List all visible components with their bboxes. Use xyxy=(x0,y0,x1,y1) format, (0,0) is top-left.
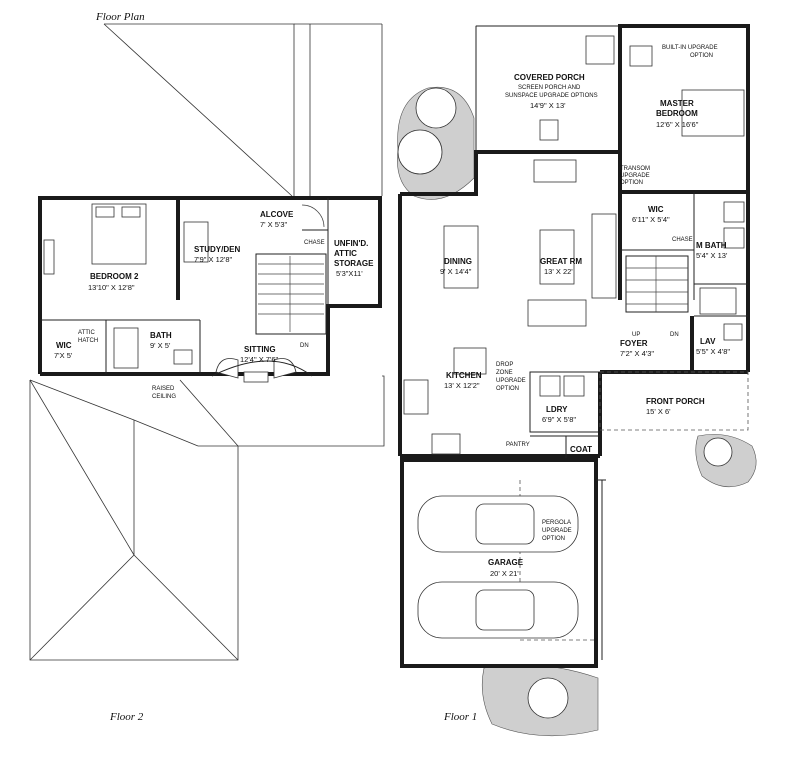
dining-name: DINING xyxy=(444,257,472,266)
builtin-line2: OPTION xyxy=(690,53,713,59)
garage-dim: 20' X 21' xyxy=(490,569,519,578)
drop-zone-line1: DROP xyxy=(496,362,513,368)
attic-line3: STORAGE xyxy=(334,259,374,268)
foyer-name: FOYER xyxy=(620,339,648,348)
floor2-bath-dim: 9' X 5' xyxy=(150,341,171,350)
master-name1: MASTER xyxy=(660,99,694,108)
floor1-furniture xyxy=(403,35,745,639)
study-dim: 7'9" X 12'8" xyxy=(194,255,233,264)
attic-dim: 5'3"X11' xyxy=(336,269,363,278)
lav-dim: 5'5" X 4'8" xyxy=(696,347,730,356)
floor1-wic-dim: 6'11" X 5'4" xyxy=(632,215,670,224)
pantry-label: PANTRY xyxy=(506,442,530,448)
floor1-walls xyxy=(398,24,750,668)
floor2-labels: BEDROOM 2 13'10" X 12'8" STUDY/DEN 7'9" … xyxy=(54,210,374,400)
floor2-bath-name: BATH xyxy=(150,331,172,340)
floor1-dn-label: DN xyxy=(670,332,679,338)
floor1-wic-name: WIC xyxy=(648,205,664,214)
sitting-name: SITTING xyxy=(244,345,276,354)
covered-porch-note2: SUNSPACE UPGRADE OPTIONS xyxy=(505,93,598,99)
hatch-line2: HATCH xyxy=(78,338,98,344)
great-rm-dim: 13' X 22' xyxy=(544,267,573,276)
covered-porch-dim: 14'9" X 13' xyxy=(530,101,566,110)
floor2-chase-label: CHASE xyxy=(304,240,325,246)
bedroom2-name: BEDROOM 2 xyxy=(90,272,139,281)
floor2-furniture xyxy=(43,203,313,383)
lav-name: LAV xyxy=(700,337,716,346)
master-dim: 12'6" X 16'6" xyxy=(656,120,699,129)
floor1-caption: Floor 1 xyxy=(443,711,477,723)
sitting-dim: 12'4" X 7'6" xyxy=(240,355,279,364)
attic-line1: UNFIN'D. xyxy=(334,239,368,248)
floor1-landscaping xyxy=(397,86,757,737)
builtin-line1: BUILT-IN UPGRADE xyxy=(662,45,718,51)
floor1-labels: COVERED PORCH SCREEN PORCH AND SUNSPACE … xyxy=(440,45,730,578)
hatch-line1: ATTIC xyxy=(78,330,96,336)
alcove-dim: 7' X 5'3" xyxy=(260,220,288,229)
kitchen-dim: 13' X 12'2" xyxy=(444,381,480,390)
floor2-walls xyxy=(38,196,382,376)
floor2-wic-dim: 7'X 5' xyxy=(54,351,73,360)
pergola-line1: PERGOLA xyxy=(542,520,571,526)
bedroom2-dim: 13'10" X 12'8" xyxy=(88,283,135,292)
foyer-dim: 7'2" X 4'3" xyxy=(620,349,654,358)
transom-line1: TRANSOM xyxy=(620,166,650,172)
covered-porch-name: COVERED PORCH xyxy=(514,73,585,82)
floor2-caption: Floor 2 xyxy=(109,711,144,723)
floor2-roof-lines xyxy=(29,23,385,661)
kitchen-name: KITCHEN xyxy=(446,371,482,380)
drop-zone-line3: UPGRADE xyxy=(496,378,526,384)
floor2-dn-label: DN xyxy=(300,343,309,349)
mbath-name: M BATH xyxy=(696,241,727,250)
raised-line1: RAISED xyxy=(152,386,175,392)
garage-name: GARAGE xyxy=(488,558,524,567)
front-porch-name: FRONT PORCH xyxy=(646,397,705,406)
attic-line2: ATTIC xyxy=(334,249,357,258)
covered-porch-note1: SCREEN PORCH AND xyxy=(518,85,581,91)
pergola-line2: UPGRADE xyxy=(542,528,572,534)
coat-label: COAT xyxy=(570,445,592,454)
transom-line3: OPTION xyxy=(620,180,643,186)
plan-title: Floor Plan xyxy=(95,11,145,23)
transom-line2: UPGRADE xyxy=(620,173,650,179)
mbath-dim: 5'4" X 13' xyxy=(696,251,728,260)
alcove-name: ALCOVE xyxy=(260,210,294,219)
laundry-dim: 6'9" X 5'8" xyxy=(542,415,576,424)
master-name2: BEDROOM xyxy=(656,109,698,118)
raised-line2: CEILING xyxy=(152,394,176,400)
study-name: STUDY/DEN xyxy=(194,245,240,254)
floor1-up-label: UP xyxy=(632,332,640,338)
pergola-line3: OPTION xyxy=(542,536,565,542)
floor1-chase-label: CHASE xyxy=(672,237,693,243)
dining-dim: 9' X 14'4" xyxy=(440,267,472,276)
great-rm-name: GREAT RM xyxy=(540,257,582,266)
laundry-name: LDRY xyxy=(546,405,568,414)
drop-zone-line2: ZONE xyxy=(496,370,513,376)
front-porch-dim: 15' X 6' xyxy=(646,407,671,416)
drop-zone-line4: OPTION xyxy=(496,386,519,392)
floor2-wic-name: WIC xyxy=(56,341,72,350)
